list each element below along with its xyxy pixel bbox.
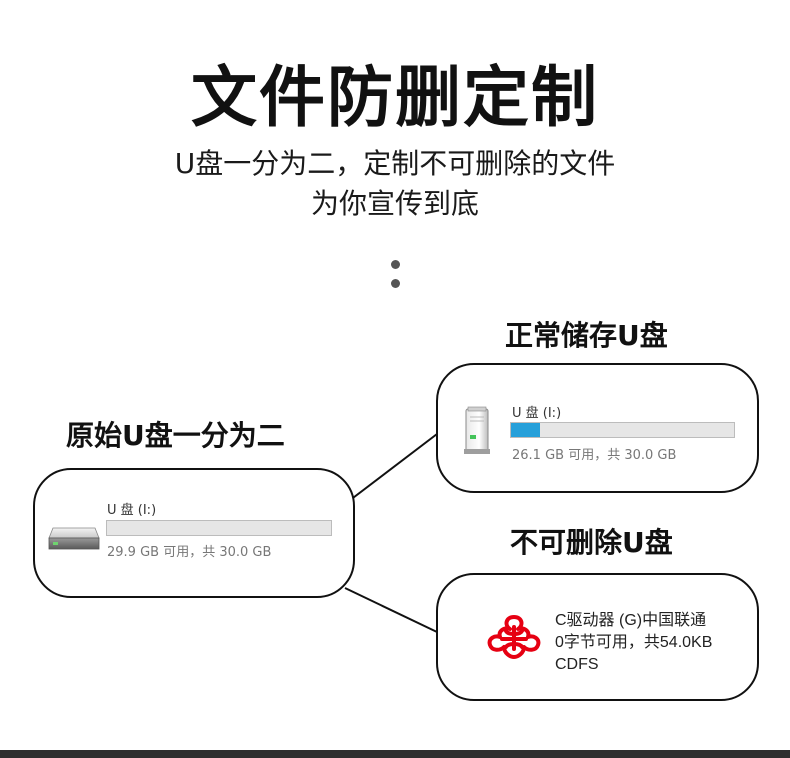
connector-line-normal xyxy=(344,433,438,505)
subtitle-line-2: 为你宣传到底 xyxy=(310,187,479,220)
divider-dot xyxy=(391,260,400,269)
normal-drive-size: 26.1 GB 可用，共 30.0 GB xyxy=(512,448,677,463)
original-drive-name: U 盘 (I:) xyxy=(107,503,157,518)
normal-drive-usage-bar xyxy=(510,422,735,438)
undeletable-drive-size: 0字节可用，共54.0KB xyxy=(555,634,713,651)
undeletable-drive-label: 不可删除U盘 xyxy=(510,526,673,559)
original-drive-label: 原始U盘一分为二 xyxy=(66,419,285,452)
normal-drive-usage-fill xyxy=(511,423,540,437)
undeletable-drive-card[interactable]: C驱动器 (G)中国联通 0字节可用，共54.0KB CDFS xyxy=(436,573,759,701)
page-title: 文件防删定制 xyxy=(191,59,599,136)
connector-line-undeletable xyxy=(344,587,438,633)
original-drive-card[interactable]: U 盘 (I:) 29.9 GB 可用，共 30.0 GB xyxy=(33,468,355,598)
divider-dot xyxy=(391,279,400,288)
undeletable-drive-name: C驱动器 (G)中国联通 xyxy=(555,612,707,629)
usb-drive-icon xyxy=(464,406,490,454)
normal-drive-name: U 盘 (I:) xyxy=(512,406,562,421)
undeletable-drive-filesystem: CDFS xyxy=(555,656,599,673)
normal-drive-card[interactable]: U 盘 (I:) 26.1 GB 可用，共 30.0 GB xyxy=(436,363,759,493)
subtitle-line-1: U盘一分为二，定制不可删除的文件 xyxy=(174,147,616,180)
original-drive-size: 29.9 GB 可用，共 30.0 GB xyxy=(107,545,272,560)
china-unicom-logo xyxy=(487,615,541,659)
hard-drive-icon xyxy=(48,527,100,550)
normal-drive-label: 正常储存U盘 xyxy=(505,319,668,352)
original-drive-usage-bar xyxy=(106,520,332,536)
bottom-border xyxy=(0,750,790,758)
